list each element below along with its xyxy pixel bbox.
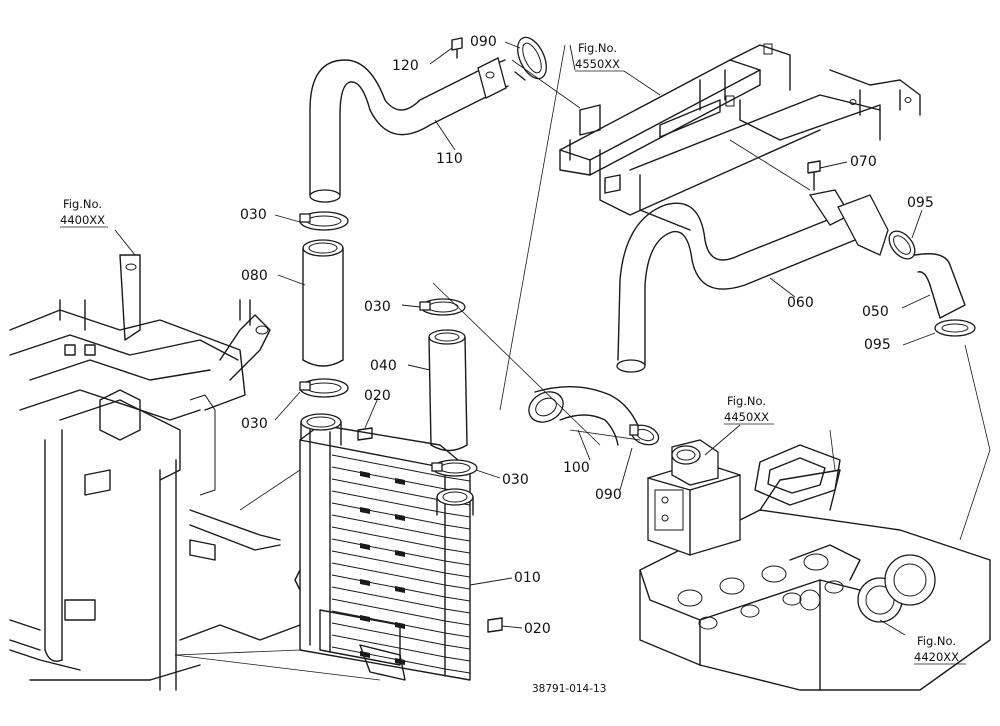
- label-095-a: 095: [907, 195, 934, 211]
- label-090-bottom: 090: [595, 487, 622, 503]
- label-030-d: 030: [502, 472, 529, 488]
- fig-4550-title: Fig.No.: [578, 41, 617, 55]
- label-010: 010: [514, 570, 541, 586]
- clamp-090-top: [514, 36, 547, 81]
- label-030-b: 030: [241, 416, 268, 432]
- drawing-code: 38791-014-13: [532, 683, 606, 695]
- label-080: 080: [241, 268, 268, 284]
- fig-4400-title: Fig.No.: [63, 197, 102, 211]
- label-095-b: 095: [864, 337, 891, 353]
- clamp-090-bottom: [629, 424, 660, 446]
- label-060: 060: [787, 295, 814, 311]
- fig-4550-number: 4550XX: [575, 57, 620, 71]
- label-030-c: 030: [364, 299, 391, 315]
- label-030-a: 030: [240, 207, 267, 223]
- figure-references: Fig.No. 4400XX Fig.No. 4550XX Fig.No. 44…: [60, 41, 966, 665]
- left-frame: [9, 254, 301, 691]
- connection-lines: [174, 44, 991, 681]
- hose-100: [528, 385, 641, 446]
- fig-4400-number: 4400XX: [60, 213, 105, 227]
- hose-040: [428, 329, 468, 452]
- label-040: 040: [370, 358, 397, 374]
- pipe-050: [837, 194, 976, 337]
- label-020-a: 020: [364, 388, 391, 404]
- fig-4450-title: Fig.No.: [727, 394, 766, 408]
- hose-080: [302, 239, 344, 367]
- intercooler: [294, 413, 503, 681]
- label-050: 050: [862, 304, 889, 320]
- part-labels: 120 090 110 030 080 030 030 040 020 030 …: [240, 34, 934, 637]
- fig-4420-number: 4420XX: [914, 650, 959, 664]
- leader-lines: [114, 41, 936, 636]
- fig-4420-title: Fig.No.: [917, 634, 956, 648]
- label-070: 070: [850, 154, 877, 170]
- hose-110: [309, 37, 509, 203]
- label-110: 110: [436, 151, 463, 167]
- label-120: 120: [392, 58, 419, 74]
- engine: [639, 439, 991, 691]
- clamps-030: [299, 211, 478, 477]
- label-090-top: 090: [470, 34, 497, 50]
- upper-frame: [559, 43, 921, 231]
- label-100: 100: [563, 460, 590, 476]
- label-020-b: 020: [524, 621, 551, 637]
- fig-4450-number: 4450XX: [724, 410, 769, 424]
- hose-060: [616, 160, 856, 373]
